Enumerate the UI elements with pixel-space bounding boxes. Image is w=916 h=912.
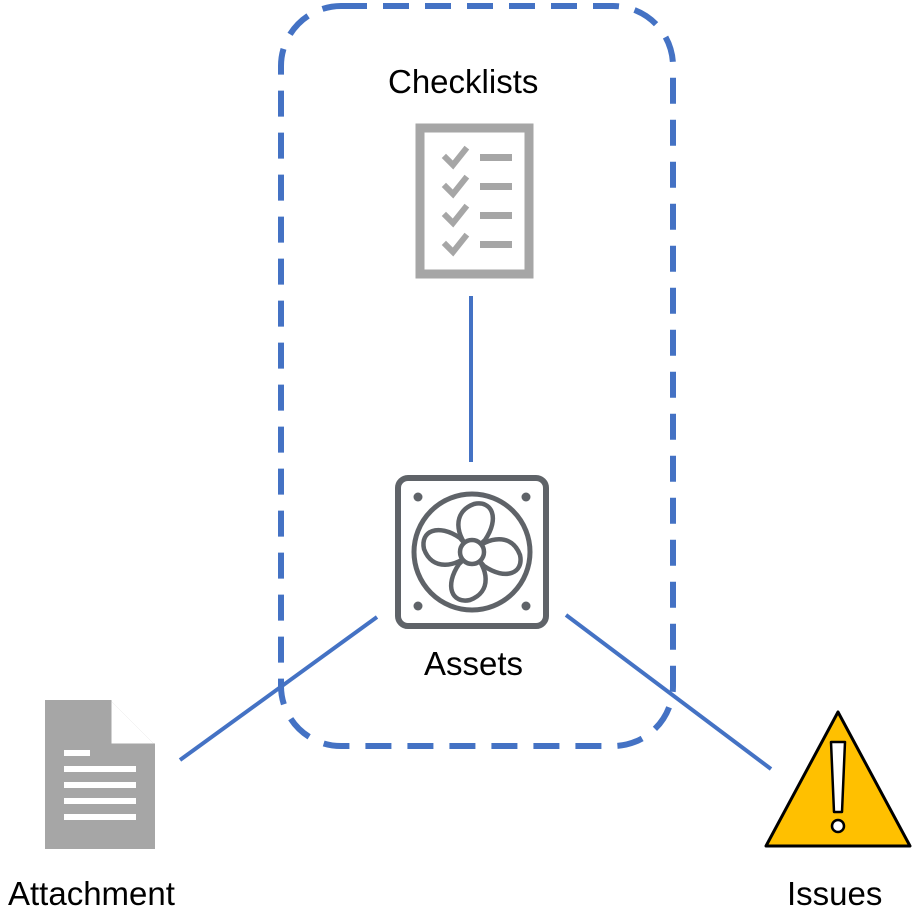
document-icon [45,700,155,849]
node-label-checklists: Checklists [388,63,539,100]
node-label-issues: Issues [787,875,883,912]
checklist-icon [415,123,534,279]
node-label-attachment: Attachment [8,875,175,912]
connector-assets-issues [564,613,773,771]
warning-icon [764,710,912,848]
group-boundary [278,3,676,749]
node-label-assets: Assets [424,645,524,682]
connector-assets-attachment [178,615,379,762]
fan-unit-icon [395,475,549,629]
